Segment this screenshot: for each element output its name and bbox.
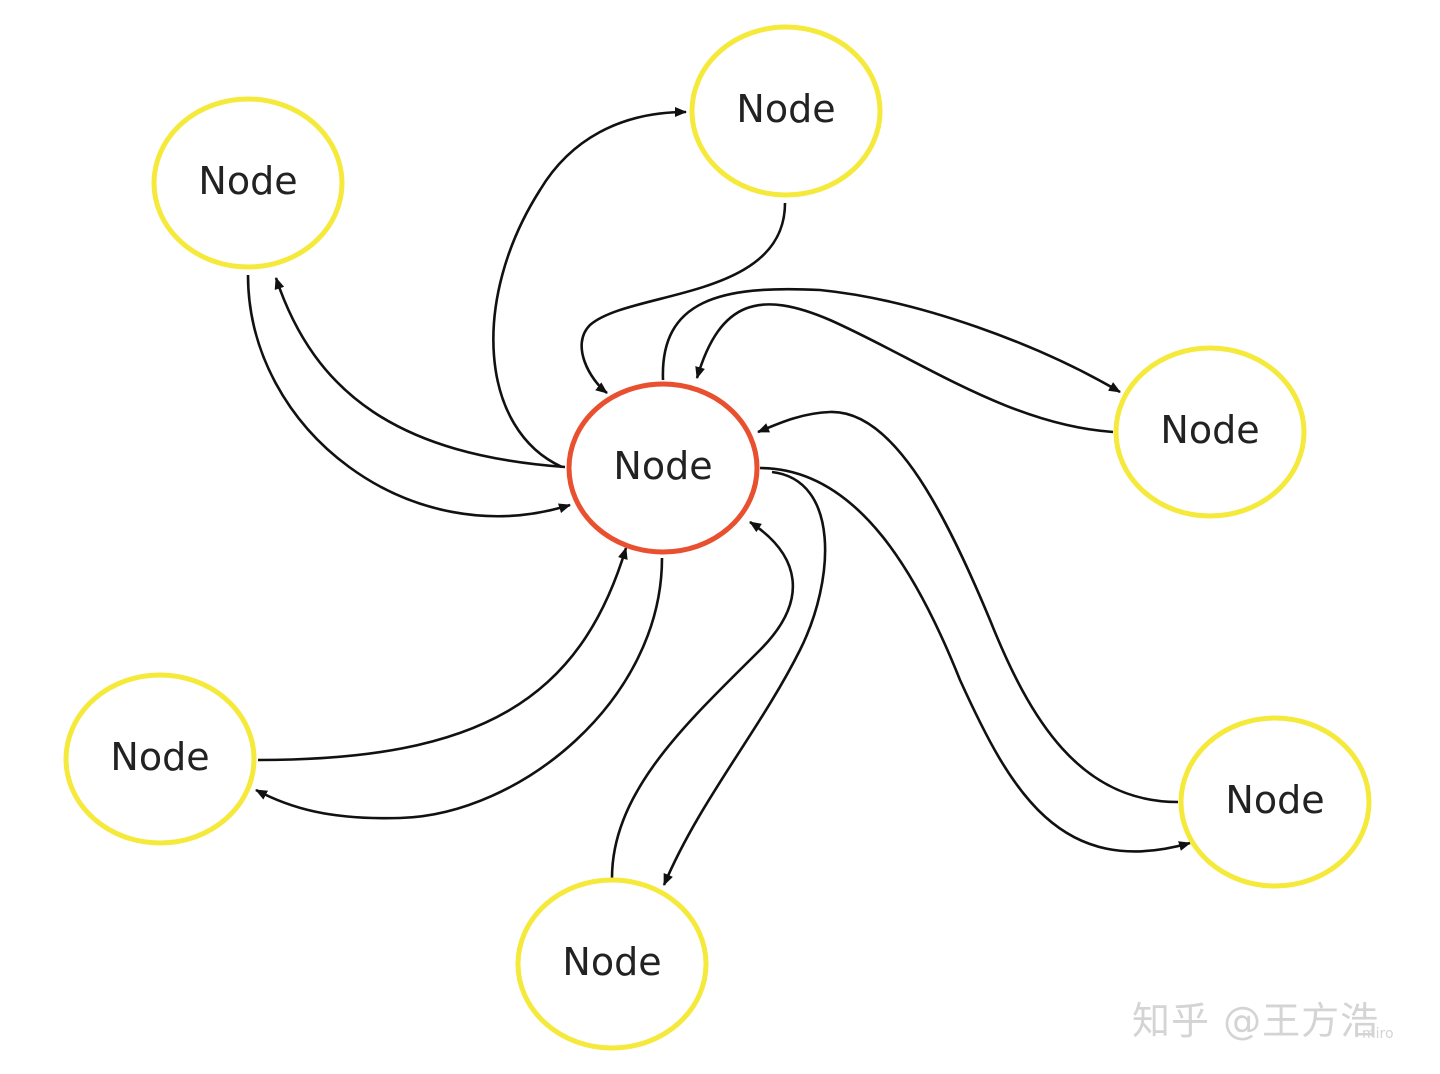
edge-bottom-to-center[interactable] <box>610 520 795 879</box>
watermark: 知乎 @王方浩 <box>1132 999 1380 1043</box>
edge-right-to-center[interactable] <box>695 303 1114 434</box>
edge-left-to-center[interactable] <box>257 547 628 762</box>
node-left-label: Node <box>110 735 209 779</box>
edge-top-to-center[interactable] <box>580 202 787 395</box>
watermark-sub: miro <box>1362 1026 1394 1042</box>
node-center-label: Node <box>613 444 712 488</box>
node-left-ring <box>63 672 257 846</box>
node-right-label: Node <box>1160 408 1259 452</box>
node-bottom-label: Node <box>562 940 661 984</box>
edge-center-to-top-left[interactable] <box>274 277 566 469</box>
node-top-left-label: Node <box>198 159 297 203</box>
edge-bottom-right-to-center[interactable] <box>757 410 1179 804</box>
node-top[interactable]: Node <box>689 24 883 198</box>
edge-center-to-top[interactable] <box>492 107 687 469</box>
nodes: Node Node Node Node Node Node Node <box>63 24 1372 1051</box>
node-bottom-right-label: Node <box>1225 778 1324 822</box>
node-center-ring <box>566 381 760 555</box>
edge-center-to-left[interactable] <box>255 557 664 820</box>
node-center[interactable]: Node <box>566 381 760 555</box>
edge-center-to-bottom-right[interactable] <box>759 466 1191 853</box>
node-bottom-right-ring <box>1178 715 1372 889</box>
edge-center-to-right[interactable] <box>661 287 1121 394</box>
node-right-ring <box>1113 345 1307 519</box>
node-top-label: Node <box>736 87 835 131</box>
node-top-left-ring <box>151 96 345 270</box>
node-bottom-right[interactable]: Node <box>1178 715 1372 889</box>
node-top-left[interactable]: Node <box>151 96 345 270</box>
node-bottom[interactable]: Node <box>515 877 709 1051</box>
edge-top-left-to-center[interactable] <box>246 274 571 518</box>
node-top-ring <box>689 24 883 198</box>
node-left[interactable]: Node <box>63 672 257 846</box>
node-bottom-ring <box>515 877 709 1051</box>
edges <box>246 107 1191 886</box>
node-right[interactable]: Node <box>1113 345 1307 519</box>
edge-center-to-bottom[interactable] <box>662 470 827 886</box>
